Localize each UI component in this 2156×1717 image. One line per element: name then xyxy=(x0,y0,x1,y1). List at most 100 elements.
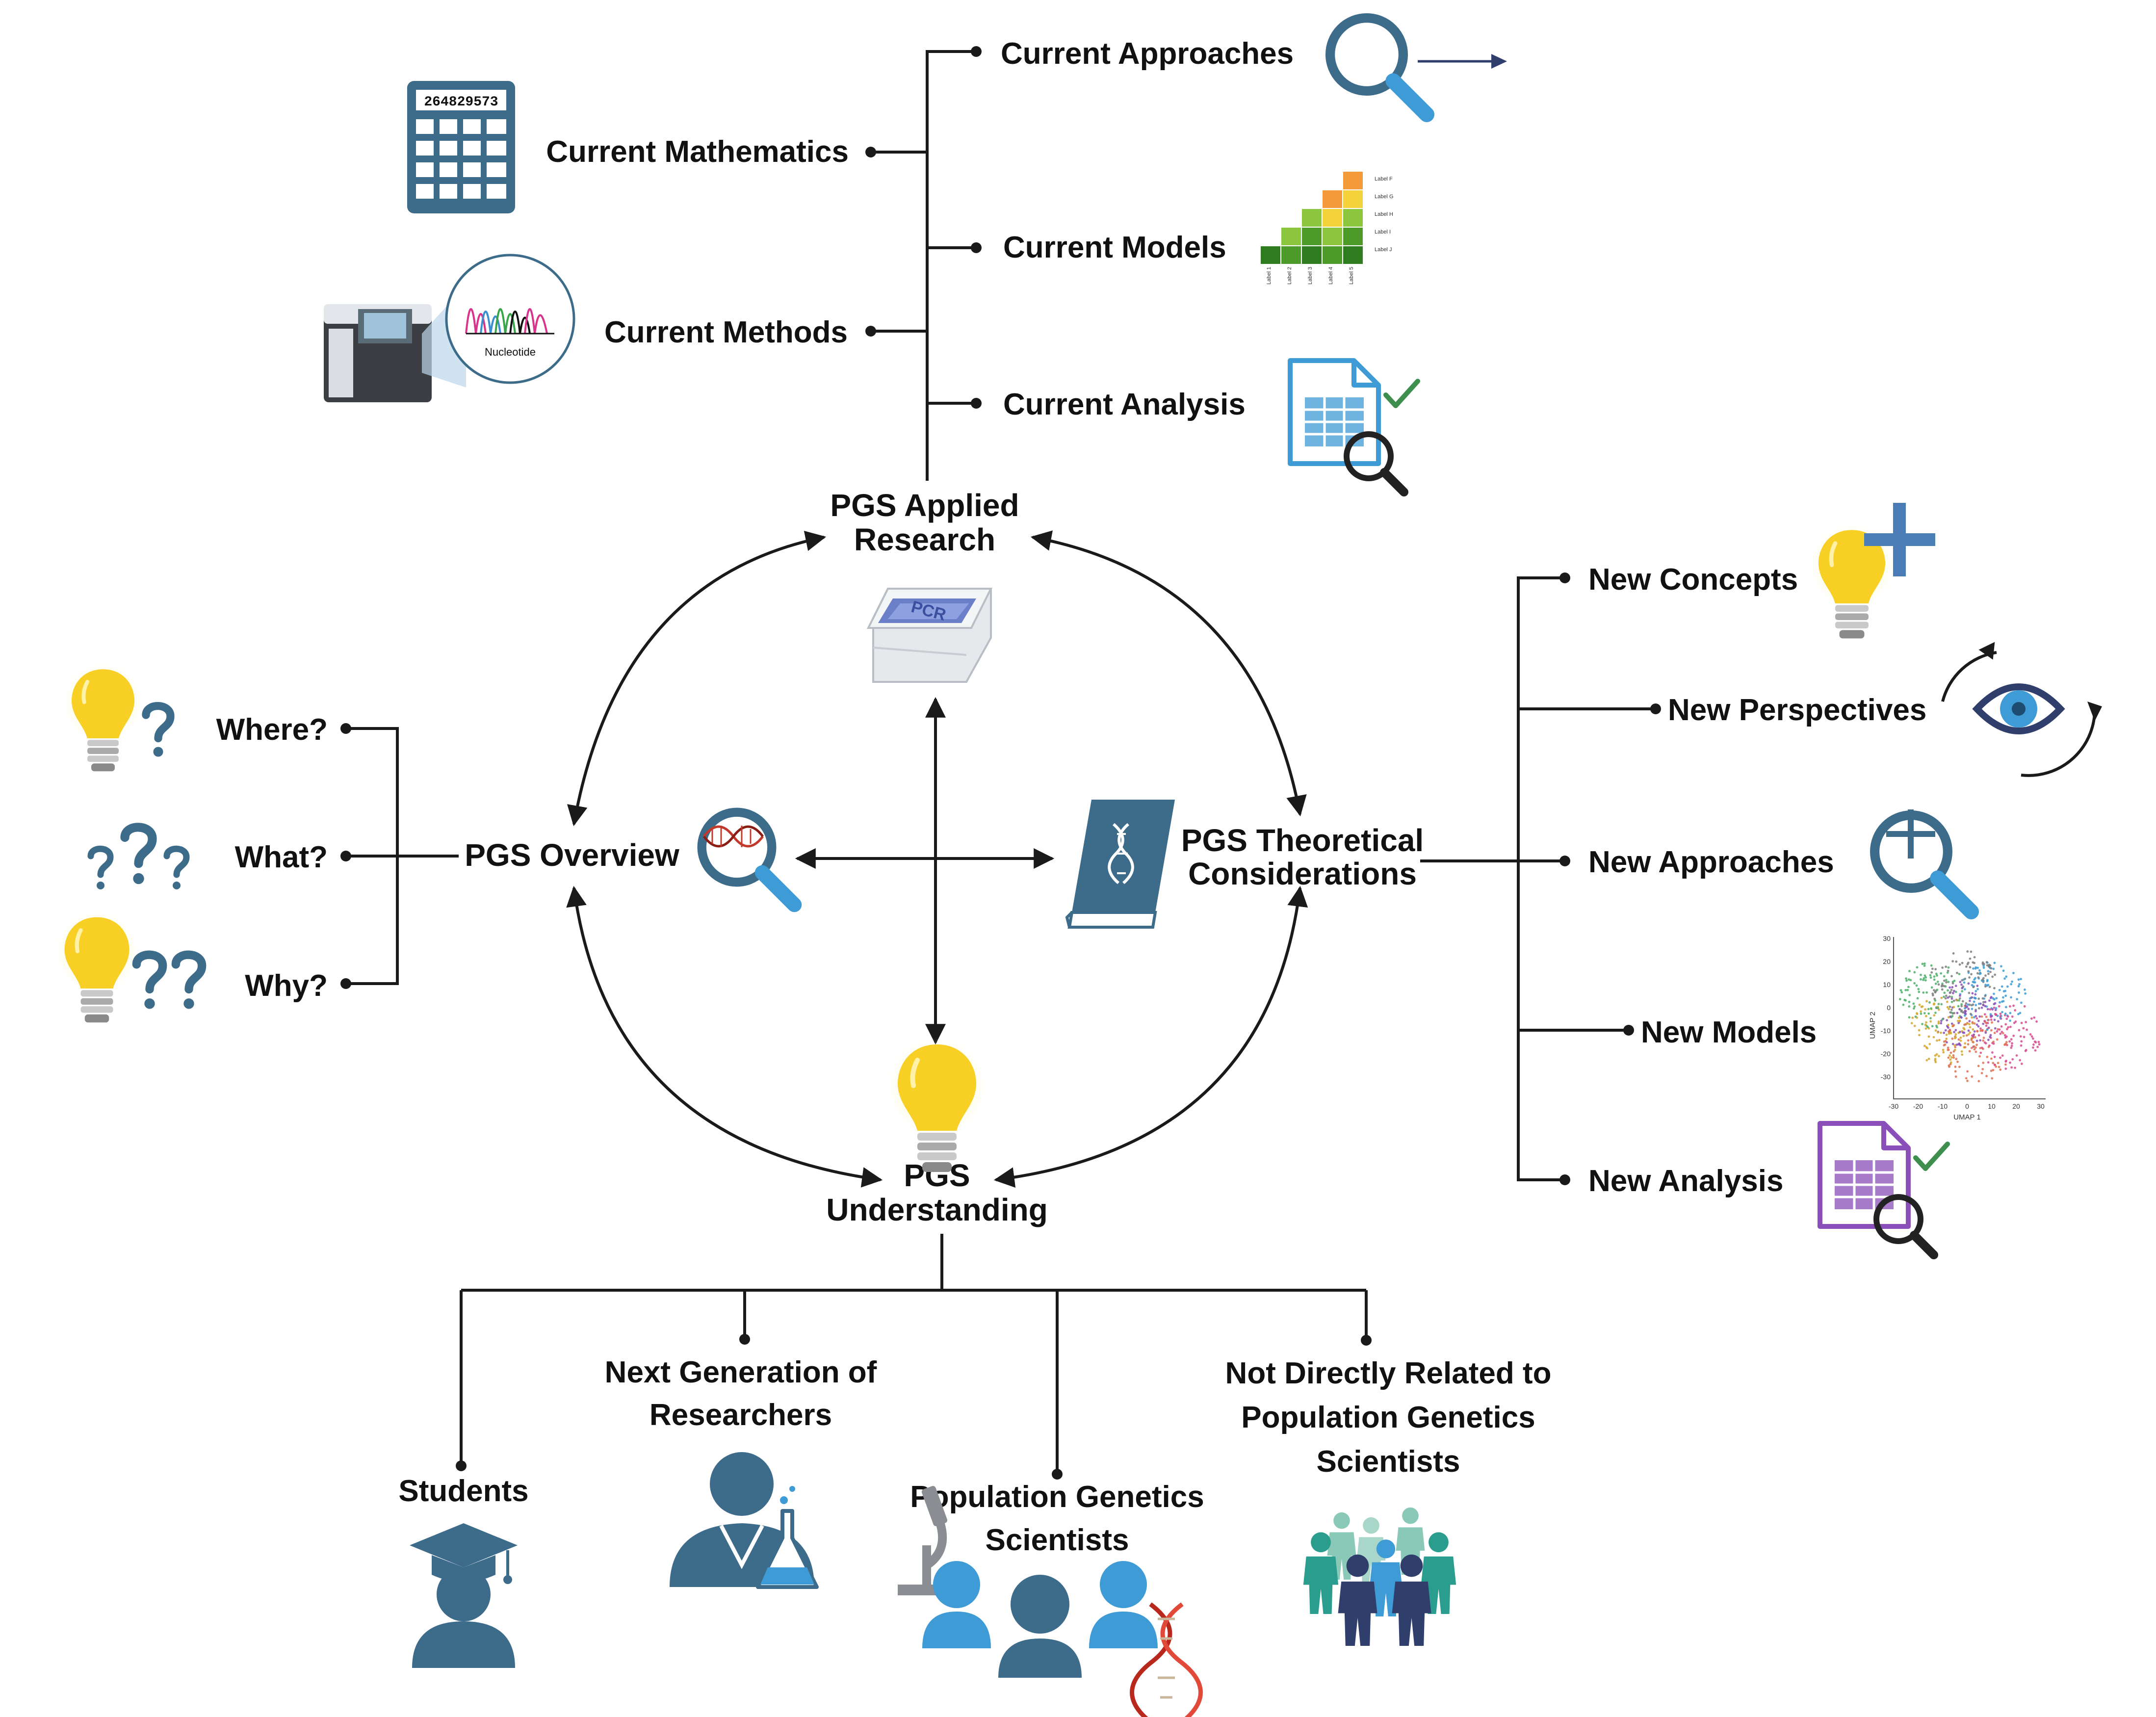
umap-point xyxy=(1975,1040,1978,1042)
umap-ytick-0: 30 xyxy=(1883,935,1891,942)
umap-point xyxy=(1936,980,1939,983)
theoretical-title-line1: PGS Theoretical xyxy=(1181,823,1424,858)
umap-point xyxy=(2014,1009,2017,1012)
umap-point xyxy=(2009,1019,2011,1022)
umap-point xyxy=(1927,1012,1930,1015)
umap-point xyxy=(2031,1037,2034,1040)
umap-point xyxy=(1954,990,1957,993)
umap-point xyxy=(1940,996,1943,999)
umap-scatter-icon: 30 20 10 0 -10 -20 -30 -30 -20 -10 0 10 … xyxy=(1869,935,2046,1121)
umap-point xyxy=(1946,971,1949,974)
umap-point xyxy=(1947,1056,1950,1059)
umap-point xyxy=(1995,1007,1998,1010)
umap-point xyxy=(1988,1044,1991,1047)
umap-point xyxy=(1964,1013,1967,1015)
umap-point xyxy=(1979,1027,1982,1030)
umap-point xyxy=(1977,1034,1980,1037)
umap-point xyxy=(1967,982,1970,985)
umap-point xyxy=(1951,960,1954,963)
label-where: Where? xyxy=(216,713,328,747)
umap-point xyxy=(1987,970,1990,973)
umap-point xyxy=(1925,1046,1928,1049)
umap-point xyxy=(1991,1008,1994,1011)
umap-point xyxy=(2005,1041,2008,1043)
label-next-gen-line2: Researchers xyxy=(649,1398,832,1432)
umap-point xyxy=(1948,1054,1951,1057)
umap-point xyxy=(2007,1026,2010,1029)
umap-point xyxy=(1905,979,1908,982)
umap-point xyxy=(2025,1021,2027,1023)
heatmap-cell xyxy=(1323,190,1342,208)
umap-point xyxy=(2004,1023,2007,1026)
umap-point xyxy=(1993,987,1996,989)
umap-point xyxy=(1998,989,2001,991)
label-current-methods: Current Methods xyxy=(604,315,848,349)
heatmap-cell xyxy=(1323,246,1342,264)
umap-point xyxy=(1982,1001,1985,1004)
umap-point xyxy=(1995,1065,1998,1068)
umap-point xyxy=(1938,1055,1940,1058)
theoretical-title-line2: Considerations xyxy=(1188,856,1417,891)
umap-point xyxy=(1957,1043,1960,1046)
umap-point xyxy=(1976,1030,1979,1033)
umap-point xyxy=(1956,971,1958,974)
umap-point xyxy=(1981,1068,1984,1070)
umap-point xyxy=(1961,1000,1964,1003)
umap-point xyxy=(1984,994,1987,997)
umap-point xyxy=(1977,1065,1980,1067)
umap-point xyxy=(1954,1046,1957,1048)
umap-point xyxy=(1958,973,1961,976)
umap-point xyxy=(1974,997,1977,1000)
umap-point xyxy=(1997,1062,2000,1065)
umap-point xyxy=(1954,1066,1957,1068)
umap-point xyxy=(2020,1001,2023,1004)
heatmap-cell xyxy=(1343,209,1363,227)
umap-point xyxy=(2014,1067,2016,1069)
umap-point xyxy=(2009,1012,2012,1015)
umap-point xyxy=(1977,1019,1980,1022)
umap-point xyxy=(1936,1039,1938,1042)
umap-point xyxy=(1950,975,1953,978)
arrow-overview-understanding xyxy=(566,885,883,1188)
umap-point xyxy=(1928,1042,1931,1045)
umap-point xyxy=(1947,1048,1950,1051)
umap-point xyxy=(1944,1029,1947,1032)
umap-point xyxy=(1952,1054,1955,1057)
umap-point xyxy=(1969,957,1972,960)
umap-point xyxy=(1955,1058,1958,1061)
umap-point xyxy=(1945,994,1948,997)
umap-point xyxy=(2004,1006,2007,1009)
umap-point xyxy=(1959,1044,1962,1047)
umap-point xyxy=(2011,1015,2014,1018)
question-marks-icon-why xyxy=(136,955,202,1009)
umap-point xyxy=(1966,1070,1969,1073)
umap-point xyxy=(1904,999,1907,1002)
umap-point xyxy=(1947,1046,1949,1049)
umap-point xyxy=(1994,1002,1997,1005)
umap-point xyxy=(1952,989,1955,992)
umap-point xyxy=(1960,1003,1963,1006)
umap-point xyxy=(1916,1013,1919,1015)
umap-point xyxy=(2006,1028,2008,1031)
umap-point xyxy=(1913,982,1916,985)
umap-point xyxy=(1950,989,1953,991)
umap-point xyxy=(1976,988,1979,990)
umap-point xyxy=(1918,990,1921,993)
umap-point xyxy=(1965,1034,1968,1037)
umap-point xyxy=(1922,991,1925,994)
umap-point xyxy=(1966,950,1969,953)
umap-point xyxy=(1933,1002,1936,1005)
umap-point xyxy=(1934,968,1937,970)
label-new-approaches: New Approaches xyxy=(1588,845,1834,879)
umap-point xyxy=(1999,1016,2002,1019)
umap-point xyxy=(1970,1039,1973,1041)
umap-point xyxy=(1952,1006,1955,1009)
node-applied-research: PGS Applied Research xyxy=(830,488,1019,557)
umap-point xyxy=(2030,1035,2033,1038)
umap-point xyxy=(1977,976,1980,979)
umap-point xyxy=(1981,1046,1983,1049)
umap-point xyxy=(1946,1019,1948,1022)
umap-point xyxy=(1959,1031,1961,1033)
understanding-title-line2: Understanding xyxy=(826,1192,1048,1227)
umap-point xyxy=(1978,1055,1981,1058)
